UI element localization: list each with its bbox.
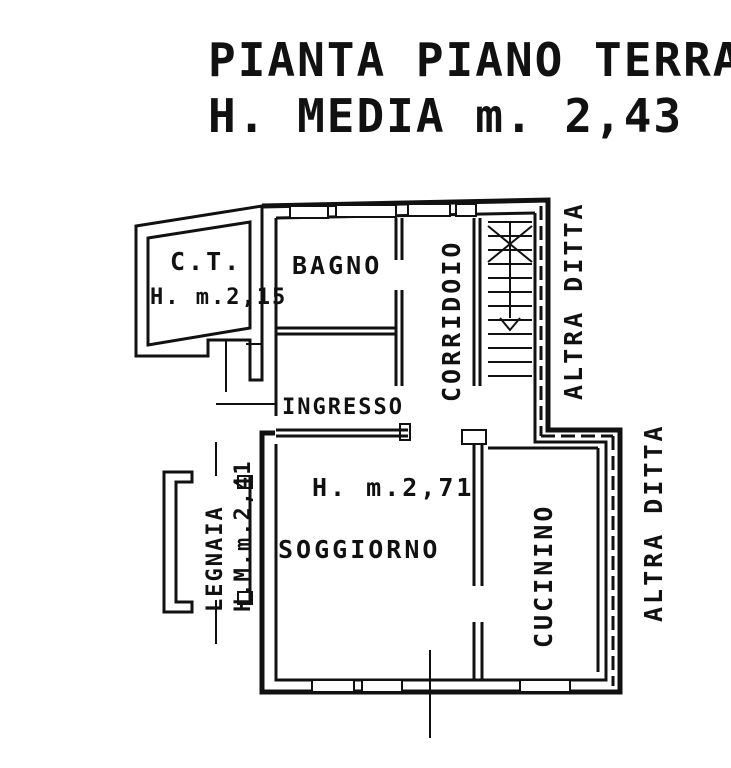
- corridoio-label: CORRIDOIO: [437, 240, 466, 402]
- upper-block-walls: [259, 197, 623, 695]
- soggiorno-height-label: H. m.2,71: [312, 473, 474, 502]
- plan-title: PIANTA PIANO TERRA: [208, 33, 731, 87]
- staircase: [487, 221, 533, 377]
- ingresso-label: INGRESSO: [282, 395, 404, 420]
- neighbor-label-upper: ALTRA DITTA: [559, 201, 588, 400]
- neighbor-label-lower: ALTRA DITTA: [639, 423, 668, 622]
- cucinino-label: CUCININO: [529, 504, 558, 648]
- legnaia-label: LEGNAIA: [203, 505, 228, 612]
- neighbor-boundaries: [539, 206, 615, 686]
- bagno-label: BAGNO: [292, 251, 382, 280]
- ct-label: C.T.: [170, 247, 242, 276]
- ct-height-label: H. m.2,15: [150, 285, 287, 310]
- ct-walls: [134, 204, 264, 392]
- plan-average-height: H. MEDIA m. 2,43: [208, 89, 683, 143]
- legnaia-walls: [162, 442, 264, 644]
- legnaia-height-label: H.M.m.2,41: [231, 460, 256, 612]
- soggiorno-label: SOGGIORNO: [278, 535, 440, 564]
- interior-partitions: [216, 218, 600, 738]
